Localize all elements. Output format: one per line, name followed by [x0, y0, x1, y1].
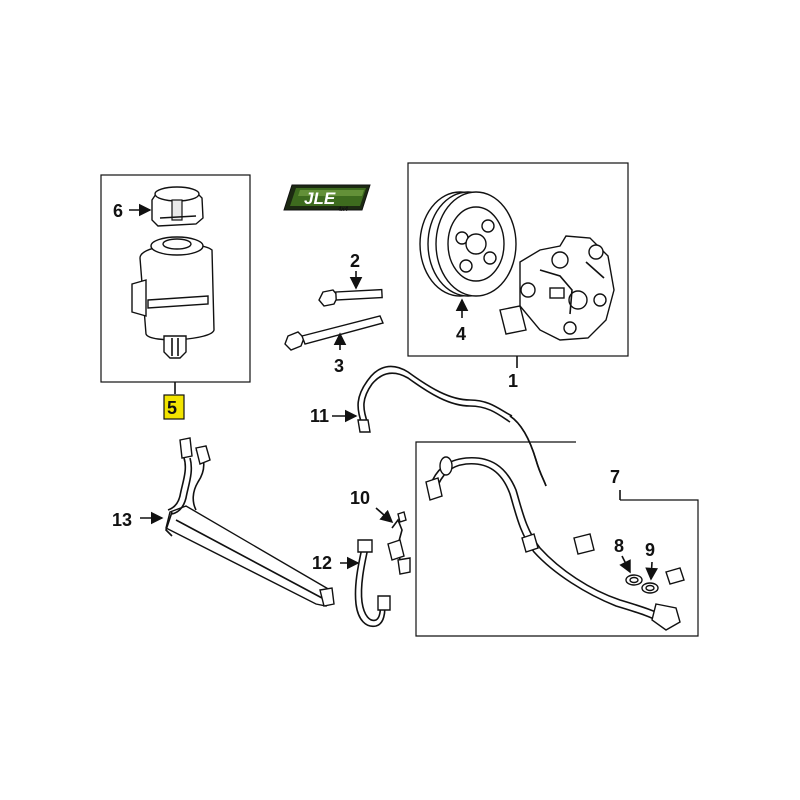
pressure-hose-7-part [425, 456, 685, 631]
callout-5: 5 [167, 398, 177, 418]
callout-3: 3 [334, 356, 344, 376]
tube-10-part [387, 511, 411, 575]
seal-9-part [641, 582, 659, 594]
leader-line-10 [375, 507, 394, 524]
callout-10: 10 [350, 488, 370, 508]
callout-2: 2 [350, 251, 360, 271]
logo-text: JLE [304, 189, 336, 208]
hose-assembly-group-box [415, 441, 699, 637]
reservoir-cap-part [151, 186, 204, 227]
callout-6: 6 [113, 201, 123, 221]
reservoir-body-part [131, 236, 215, 359]
pulley-part [419, 191, 517, 297]
jle-logo [283, 184, 371, 211]
reservoir-group-box [100, 174, 251, 394]
callout-11: 11 [310, 406, 329, 426]
callout-8: 8 [614, 536, 624, 556]
bolt-3-part [284, 315, 384, 351]
pump-body-part [499, 235, 615, 341]
callout-4: 4 [456, 324, 466, 344]
logo-subtext: 4x4 [337, 207, 349, 213]
hose-11-part [357, 365, 547, 487]
leader-line-9 [645, 561, 659, 581]
callout-7: 7 [610, 467, 620, 487]
callout-9: 9 [645, 540, 655, 560]
callout-1: 1 [508, 371, 518, 391]
pump-group-box [407, 162, 629, 368]
callout-12: 12 [312, 553, 332, 573]
leader-line-8 [619, 555, 631, 574]
hose-12-part [354, 539, 391, 628]
part-5-highlight [163, 394, 185, 420]
seal-8-part [625, 574, 643, 586]
callout-13: 13 [112, 510, 132, 530]
bolt-2-part [318, 288, 383, 307]
cooler-13-part [165, 437, 335, 607]
